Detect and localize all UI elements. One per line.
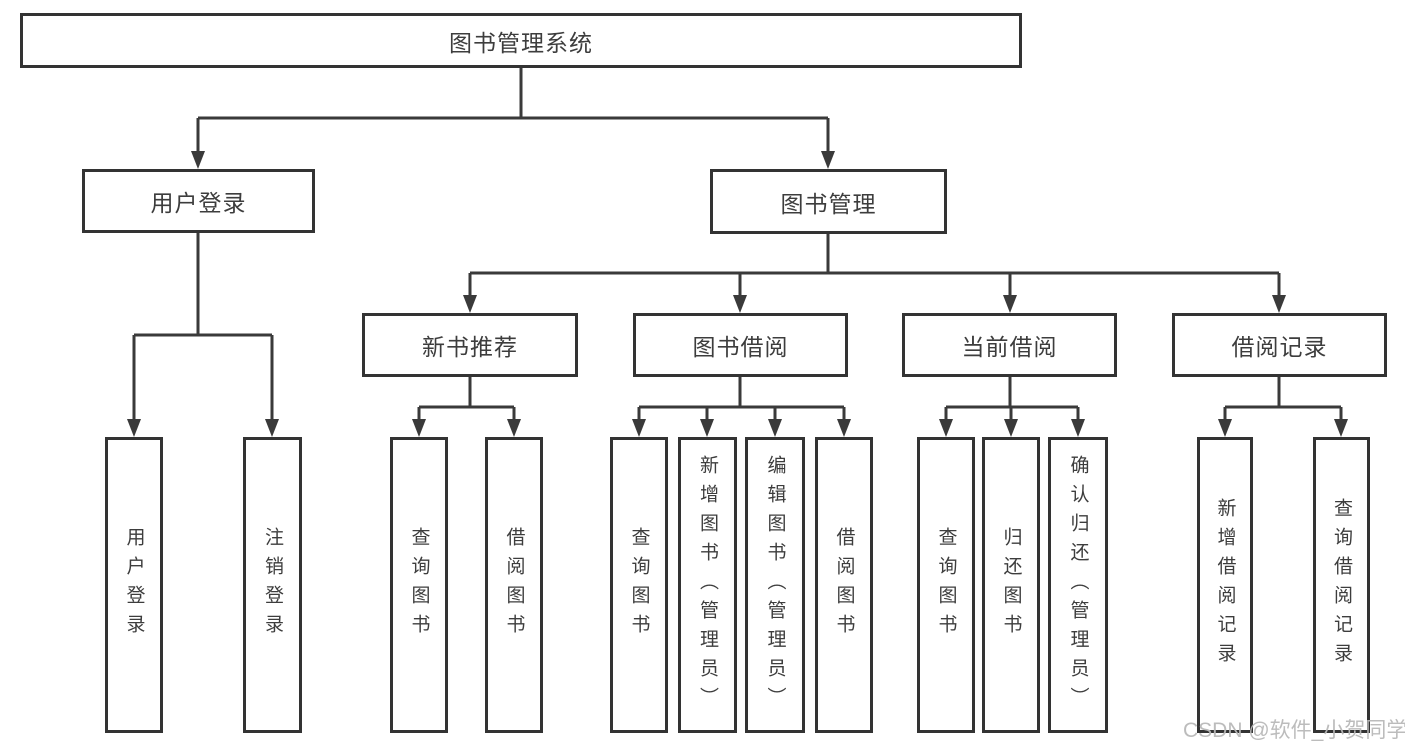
arrowhead [1272,295,1286,313]
csdn-watermark: CSDN @软件_小贺同学 [1183,719,1405,742]
arrowheads [127,151,1348,437]
leaf-label: 确认归还（管理员） [1067,454,1089,716]
node-label: 图书管理 [780,190,877,217]
leaf-label: 归还图书 [1000,527,1022,643]
node-borrowing-records: 借阅记录 [1172,313,1387,377]
leaf-add-books-admin: 新增图书（管理员） [678,437,737,733]
leaf-borrow-books-2: 借阅图书 [815,437,873,733]
leaf-label: 新增借阅记录 [1214,498,1236,672]
leaf-user-login: 用户登录 [105,437,163,733]
node-label: 当前借阅 [961,334,1058,360]
connector-root-to-level1 [196,68,830,152]
arrowhead [733,295,747,313]
node-label: 借阅记录 [1231,334,1328,360]
node-library-system: 图书管理系统 [20,13,1022,68]
connector-records-to-leaves [1223,377,1343,421]
arrowhead [412,419,426,437]
arrowhead [1004,419,1018,437]
arrowhead [1218,419,1232,437]
leaf-label: 借阅图书 [503,527,525,643]
connector-current-to-leaves [944,377,1080,421]
node-book-management: 图书管理 [710,169,947,234]
leaf-label: 新增图书（管理员） [697,454,718,716]
arrowhead [1071,419,1085,437]
leaf-label: 查询图书 [935,527,957,643]
leaf-borrow-books-1: 借阅图书 [485,437,543,733]
leaf-query-books-3: 查询图书 [917,437,975,733]
arrowhead [768,419,782,437]
connector-new-book-to-leaves [417,377,516,421]
node-book-borrowing: 图书借阅 [633,313,848,377]
arrowhead [1003,295,1017,313]
node-label: 新书推荐 [422,334,518,360]
leaf-label: 用户登录 [123,527,145,643]
leaf-label: 查询借阅记录 [1331,498,1352,672]
node-label: 用户登录 [150,190,247,216]
leaf-query-books-2: 查询图书 [610,437,668,733]
leaf-query-borrow-record: 查询借阅记录 [1313,437,1370,733]
connector-borrow-to-leaves [637,377,846,421]
arrowhead [1334,419,1348,437]
leaf-confirm-return-admin: 确认归还（管理员） [1048,437,1108,733]
leaf-query-books-1: 查询图书 [390,437,448,733]
leaf-label: 注销登录 [262,527,283,643]
arrowhead [191,151,205,169]
node-user-login: 用户登录 [82,169,315,233]
leaf-label: 借阅图书 [833,527,855,643]
arrowhead [632,419,646,437]
arrowhead [700,419,714,437]
leaf-label: 查询图书 [628,527,650,643]
arrowhead [127,419,141,437]
leaf-return-books: 归还图书 [982,437,1040,733]
leaf-label: 编辑图书（管理员） [764,454,786,716]
arrowhead [939,419,953,437]
connector-user-login-to-leaves [132,233,274,420]
node-current-borrowing: 当前借阅 [902,313,1117,377]
leaf-logout: 注销登录 [243,437,302,733]
arrowhead [265,419,279,437]
connector-book-mgmt-to-level2 [468,234,1281,296]
leaf-add-borrow-record: 新增借阅记录 [1197,437,1253,733]
arrowhead [821,151,835,169]
leaf-label: 查询图书 [408,527,430,643]
node-label: 图书借阅 [692,334,789,360]
arrowhead [507,419,521,437]
leaf-edit-books-admin: 编辑图书（管理员） [745,437,805,733]
arrowhead [463,295,477,313]
arrowhead [837,419,851,437]
node-label: 图书管理系统 [449,29,593,56]
node-new-book-recommend: 新书推荐 [362,313,578,377]
